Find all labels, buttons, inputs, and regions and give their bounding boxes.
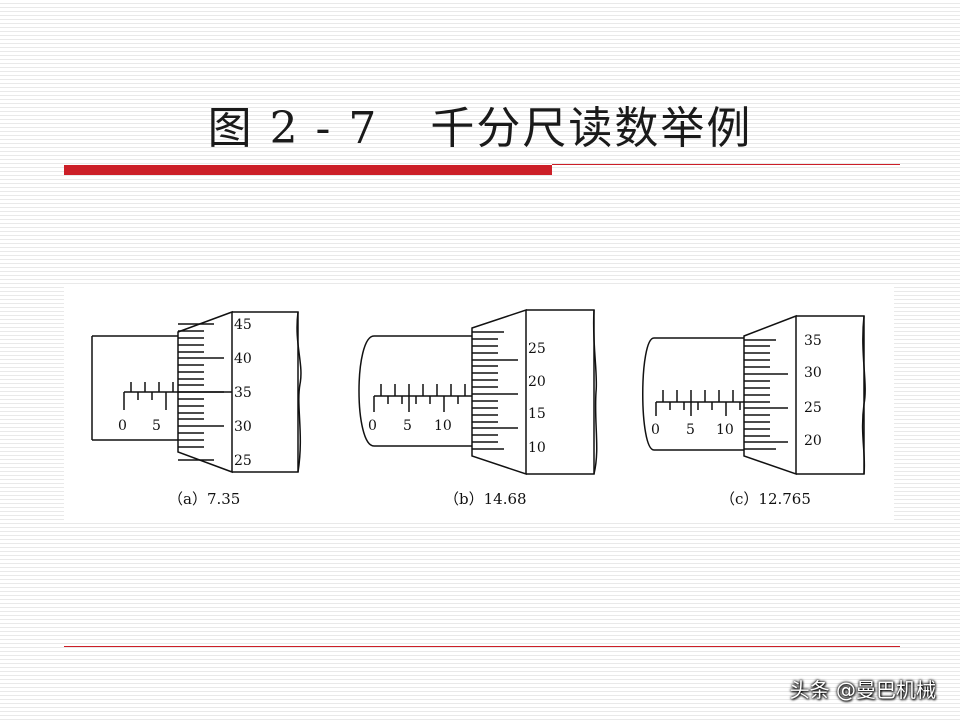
micrometer-figure-panel: 0 5 45 40 35 30 25 （a）7.35 0 5 10 25 20 … <box>64 284 894 520</box>
title-figure-number: 图 2 - 7 <box>207 103 379 154</box>
micrometer-c-sleeve-label-0: 0 <box>651 422 660 438</box>
micrometer-a-thimble-label-1: 40 <box>234 351 252 367</box>
micrometer-b-sleeve-label-0: 0 <box>368 418 377 434</box>
micrometer-c-thimble-label-3: 20 <box>804 433 822 449</box>
micrometer-b-sleeve-ticks <box>373 384 466 412</box>
micrometer-c-sleeve-label-2: 10 <box>716 422 734 438</box>
micrometer-a-thimble-label-4: 25 <box>234 453 252 469</box>
micrometer-c-thimble-label-0: 35 <box>804 333 822 349</box>
micrometer-b-caption: （b）14.68 <box>444 490 527 508</box>
micrometer-c-thimble-ticks <box>744 339 788 450</box>
micrometer-b-sleeve-label-1: 5 <box>403 418 412 434</box>
micrometer-c-thimble-label-2: 25 <box>804 400 822 416</box>
micrometer-b-thimble-ticks <box>472 331 518 450</box>
micrometer-c-sleeve <box>642 337 744 451</box>
micrometer-b-sleeve <box>358 335 472 447</box>
micrometer-c-thimble-body <box>796 315 865 475</box>
micrometer-a-caption: （a）7.35 <box>168 490 240 508</box>
micrometer-a-thimble-label-2: 35 <box>234 385 252 401</box>
micrometer-a-thimble-ticks <box>178 323 224 461</box>
footer-rule <box>64 646 900 647</box>
micrometer-a-sleeve-label-0: 0 <box>118 418 127 434</box>
title-underline-bar <box>64 165 552 175</box>
micrometer-a-thimble-end <box>296 311 302 473</box>
watermark-text: 头条 @曼巴机械 <box>789 678 936 702</box>
micrometer-a-thimble-label-3: 30 <box>234 419 252 435</box>
slide-title: 图 2 - 7 千分尺读数举例 <box>0 92 960 156</box>
micrometer-b-thimble-label-2: 15 <box>528 406 546 422</box>
micrometer-a-thimble-body <box>232 311 299 473</box>
micrometer-diagram: 0 5 45 40 35 30 25 （a）7.35 0 5 10 25 20 … <box>91 308 866 508</box>
micrometer-c-sleeve-ticks <box>655 390 741 416</box>
micrometer-b-thimble-label-1: 20 <box>528 374 546 390</box>
micrometer-b <box>358 308 598 476</box>
title-underline-thin <box>552 164 900 165</box>
micrometer-c-thimble-label-1: 30 <box>804 365 822 381</box>
micrometer-b-thimble-body <box>526 309 595 475</box>
micrometer-b-sleeve-label-2: 10 <box>434 418 452 434</box>
micrometer-b-thimble-label-0: 25 <box>528 341 546 357</box>
micrometer-c <box>642 314 866 476</box>
micrometer-c-caption: （c）12.765 <box>720 490 811 508</box>
micrometer-a-sleeve-ticks <box>123 382 174 410</box>
micrometer-c-thimble-end <box>861 315 866 475</box>
micrometer-b-thimble-label-3: 10 <box>528 440 546 456</box>
micrometer-a <box>91 310 302 474</box>
micrometer-a-sleeve-label-1: 5 <box>152 418 161 434</box>
micrometer-a-thimble-label-0: 45 <box>234 317 252 333</box>
micrometer-b-thimble-end <box>592 309 598 475</box>
title-text: 千分尺读数举例 <box>430 103 753 154</box>
micrometer-c-sleeve-label-1: 5 <box>686 422 695 438</box>
micrometer-a-sleeve <box>91 335 178 441</box>
